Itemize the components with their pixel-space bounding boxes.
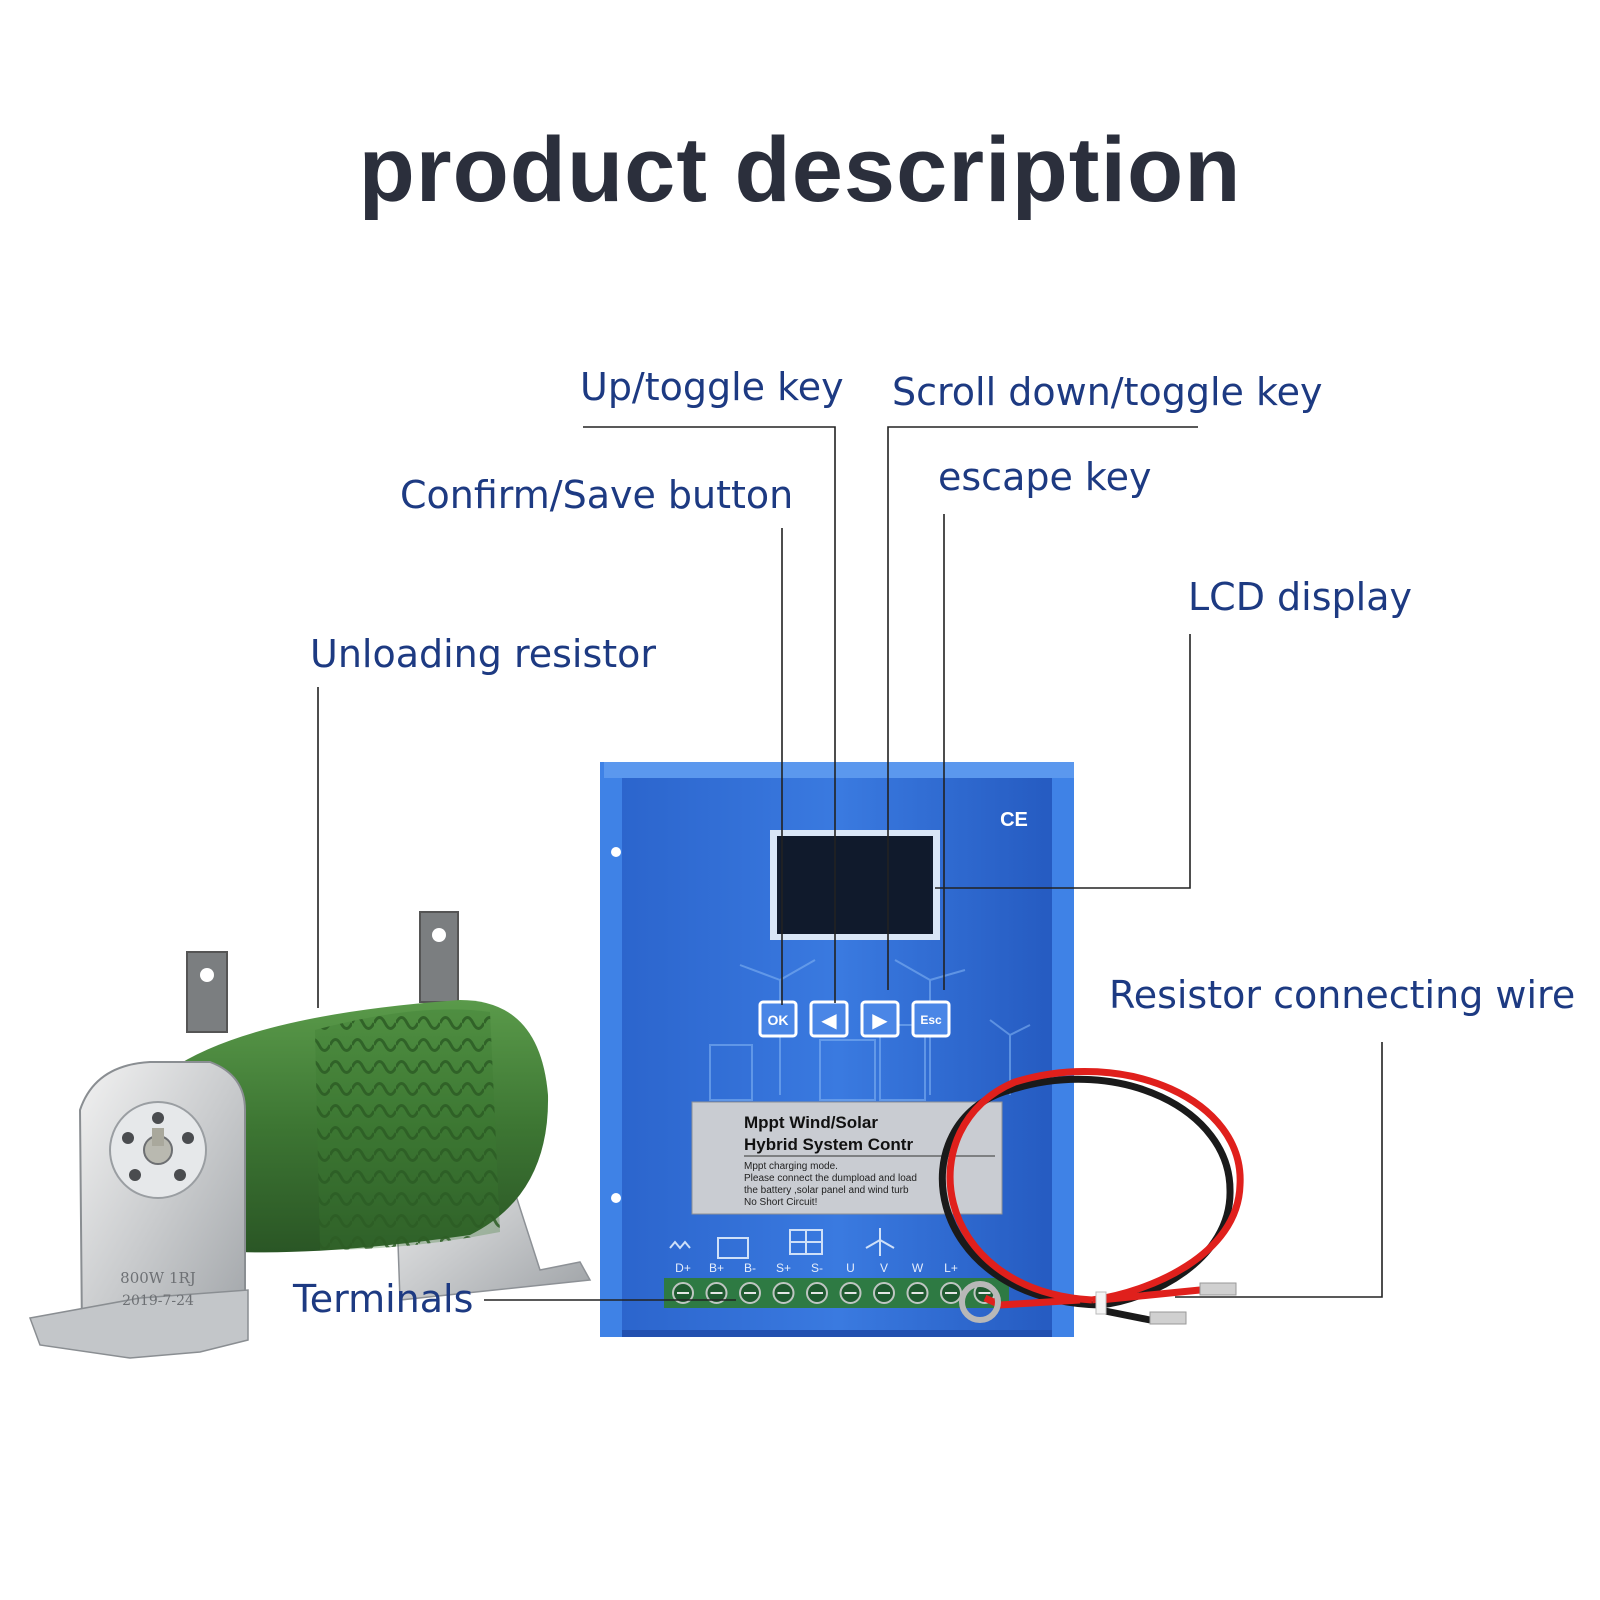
terminal-icons [669,1228,895,1259]
terminal-label: V [880,1261,888,1275]
terminal-label: L+ [944,1261,958,1275]
label-note: the battery ,solar panel and wind turb [744,1185,909,1196]
callout-terminals: Terminals [293,1277,474,1321]
label-note: No Short Circuit! [744,1197,817,1208]
leader-lines [317,426,1383,1301]
terminal-label: D+ [675,1261,691,1275]
terminal-label: S- [811,1261,823,1275]
terminal-labels: D+ B+ B- S+ S- U V W L+ [675,1261,958,1275]
resistor-stamp-line1: 800W 1RJ [120,1269,196,1287]
callout-lcd-display: LCD display [1188,575,1412,619]
key-esc-label: Esc [920,1013,942,1027]
terminal-label: B- [744,1261,756,1275]
resistor-stamp-line2: 2019-7-24 [122,1293,194,1309]
charge-controller: CE OK ◀ ▶ Esc Mppt Wind/Solar Hybrid Sys… [600,762,1074,1337]
resistor-connecting-wire [938,1067,1244,1325]
terminal-label: U [846,1261,855,1275]
label-note: Please connect the dumpload and load [744,1173,917,1184]
label-note: Mppt charging mode. [744,1161,838,1172]
callout-resistor-connecting-wire: Resistor connecting wire [1109,973,1576,1017]
key-ok-label: OK [768,1012,789,1028]
ce-mark: CE [1000,809,1028,831]
callout-scroll-down-toggle-key: Scroll down/toggle key [892,370,1323,414]
key-down-label: ▶ [872,1008,888,1032]
key-up-button[interactable]: ◀ [809,1000,849,1038]
terminal-label: W [912,1261,924,1275]
page-title: product description [358,119,1242,221]
key-esc-button[interactable]: Esc [911,1000,951,1038]
callout-up-toggle-key: Up/toggle key [580,365,844,409]
terminal-screws [672,1282,996,1304]
key-ok-button[interactable]: OK [758,1000,798,1038]
key-down-button[interactable]: ▶ [860,1000,900,1038]
label-line1: Mppt Wind/Solar [744,1113,878,1132]
callout-confirm-save-button: Confirm/Save button [400,473,794,517]
callout-escape-key: escape key [938,455,1152,499]
label-line2: Hybrid System Contr [744,1135,913,1154]
lcd-screen [777,836,933,934]
key-up-label: ◀ [821,1008,837,1032]
unloading-resistor: 800W 1RJ 2019-7-24 [28,911,592,1359]
callout-unloading-resistor: Unloading resistor [310,632,657,676]
terminal-label: S+ [776,1261,791,1275]
terminal-label: B+ [709,1261,724,1275]
